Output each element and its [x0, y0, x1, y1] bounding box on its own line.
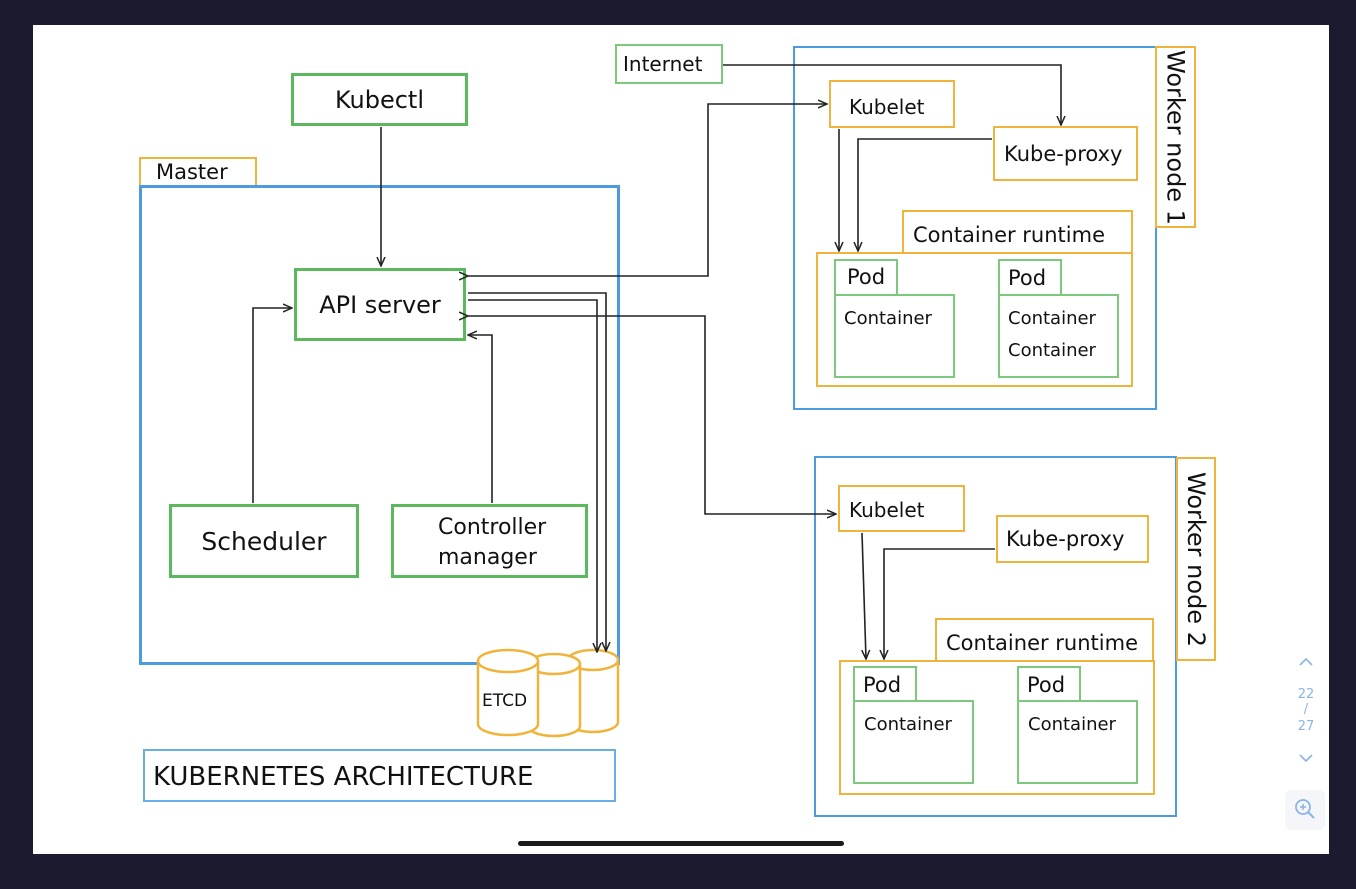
zoom-in-icon [1295, 799, 1315, 819]
master-label: Master [156, 160, 228, 184]
worker1-pod-b-label: Pod [1008, 266, 1047, 290]
worker2-pod-a-container: Container [864, 714, 952, 735]
worker1-pod-b-box: Container Container [998, 294, 1119, 378]
worker2-runtime-box [839, 660, 1155, 795]
api-server-label: API server [319, 290, 441, 319]
zoom-in-button[interactable] [1285, 790, 1325, 830]
worker2-runtime-label: Container runtime [946, 631, 1138, 655]
etcd-label: ETCD [482, 691, 528, 711]
internet-label: Internet [623, 52, 703, 76]
master-box [139, 185, 620, 665]
worker1-runtime-label: Container runtime [913, 223, 1105, 247]
worker2-runtime-tab: Container runtime [935, 618, 1154, 661]
master-tab [139, 157, 257, 188]
worker-node-2-label: Worker node 2 [1182, 471, 1210, 647]
worker2-kube-proxy-label: Kube-proxy [1006, 527, 1125, 551]
total-pages: 27 [1297, 719, 1315, 734]
worker-node-1-tab: Worker node 1 [1155, 46, 1196, 228]
worker-node-2-tab: Worker node 2 [1176, 457, 1216, 661]
controller-manager-line1: Controller [438, 515, 547, 540]
worker2-pod-a-box: Container [853, 700, 974, 784]
worker1-kubelet-label: Kubelet [849, 95, 925, 119]
worker1-pod-a-box: Container [834, 294, 955, 378]
scheduler-label: Scheduler [201, 526, 327, 556]
worker1-kubelet-box: Kubelet [829, 80, 955, 128]
controller-manager-box: Controller manager [391, 504, 588, 578]
worker1-pod-b-container-1: Container [1008, 308, 1096, 329]
page-separator: / [1303, 702, 1309, 717]
worker2-pod-b-box: Container [1017, 700, 1138, 784]
worker2-kubelet-label: Kubelet [849, 498, 925, 522]
current-page: 22 [1297, 687, 1315, 702]
kubectl-box: Kubectl [291, 73, 468, 126]
kubectl-label: Kubectl [334, 85, 425, 114]
worker2-kubelet-box: Kubelet [838, 485, 965, 532]
worker1-pod-a-container: Container [844, 308, 932, 329]
chevron-up-icon [1299, 657, 1313, 666]
title-box: KUBERNETES ARCHITECTURE [143, 749, 616, 802]
scheduler-box: Scheduler [169, 504, 359, 578]
page-up-button[interactable] [1296, 652, 1316, 672]
worker1-pod-b-container-2: Container [1008, 340, 1096, 361]
worker1-runtime-tab: Container runtime [902, 210, 1133, 253]
api-server-box: API server [294, 268, 466, 341]
worker1-pod-a-label: Pod [847, 265, 886, 289]
worker2-pod-a-tab: Pod [853, 666, 917, 702]
worker1-kube-proxy-box: Kube-proxy [993, 126, 1138, 181]
internet-box: Internet [615, 44, 723, 84]
diagram-title: KUBERNETES ARCHITECTURE [153, 762, 534, 792]
worker2-kube-proxy-box: Kube-proxy [996, 515, 1149, 563]
worker2-pod-a-label: Pod [863, 673, 902, 697]
worker2-pod-b-container: Container [1028, 714, 1116, 735]
chevron-down-icon [1299, 754, 1313, 763]
worker1-kube-proxy-label: Kube-proxy [1004, 142, 1123, 166]
worker-node-1-label: Worker node 1 [1161, 49, 1190, 225]
worker2-pod-b-tab: Pod [1017, 666, 1081, 702]
controller-manager-line2: manager [438, 545, 537, 570]
page-down-button[interactable] [1296, 748, 1316, 768]
worker1-pod-a-tab: Pod [834, 259, 898, 296]
home-indicator-bar [518, 841, 844, 846]
worker2-pod-b-label: Pod [1027, 673, 1066, 697]
worker1-pod-b-tab: Pod [998, 259, 1062, 296]
